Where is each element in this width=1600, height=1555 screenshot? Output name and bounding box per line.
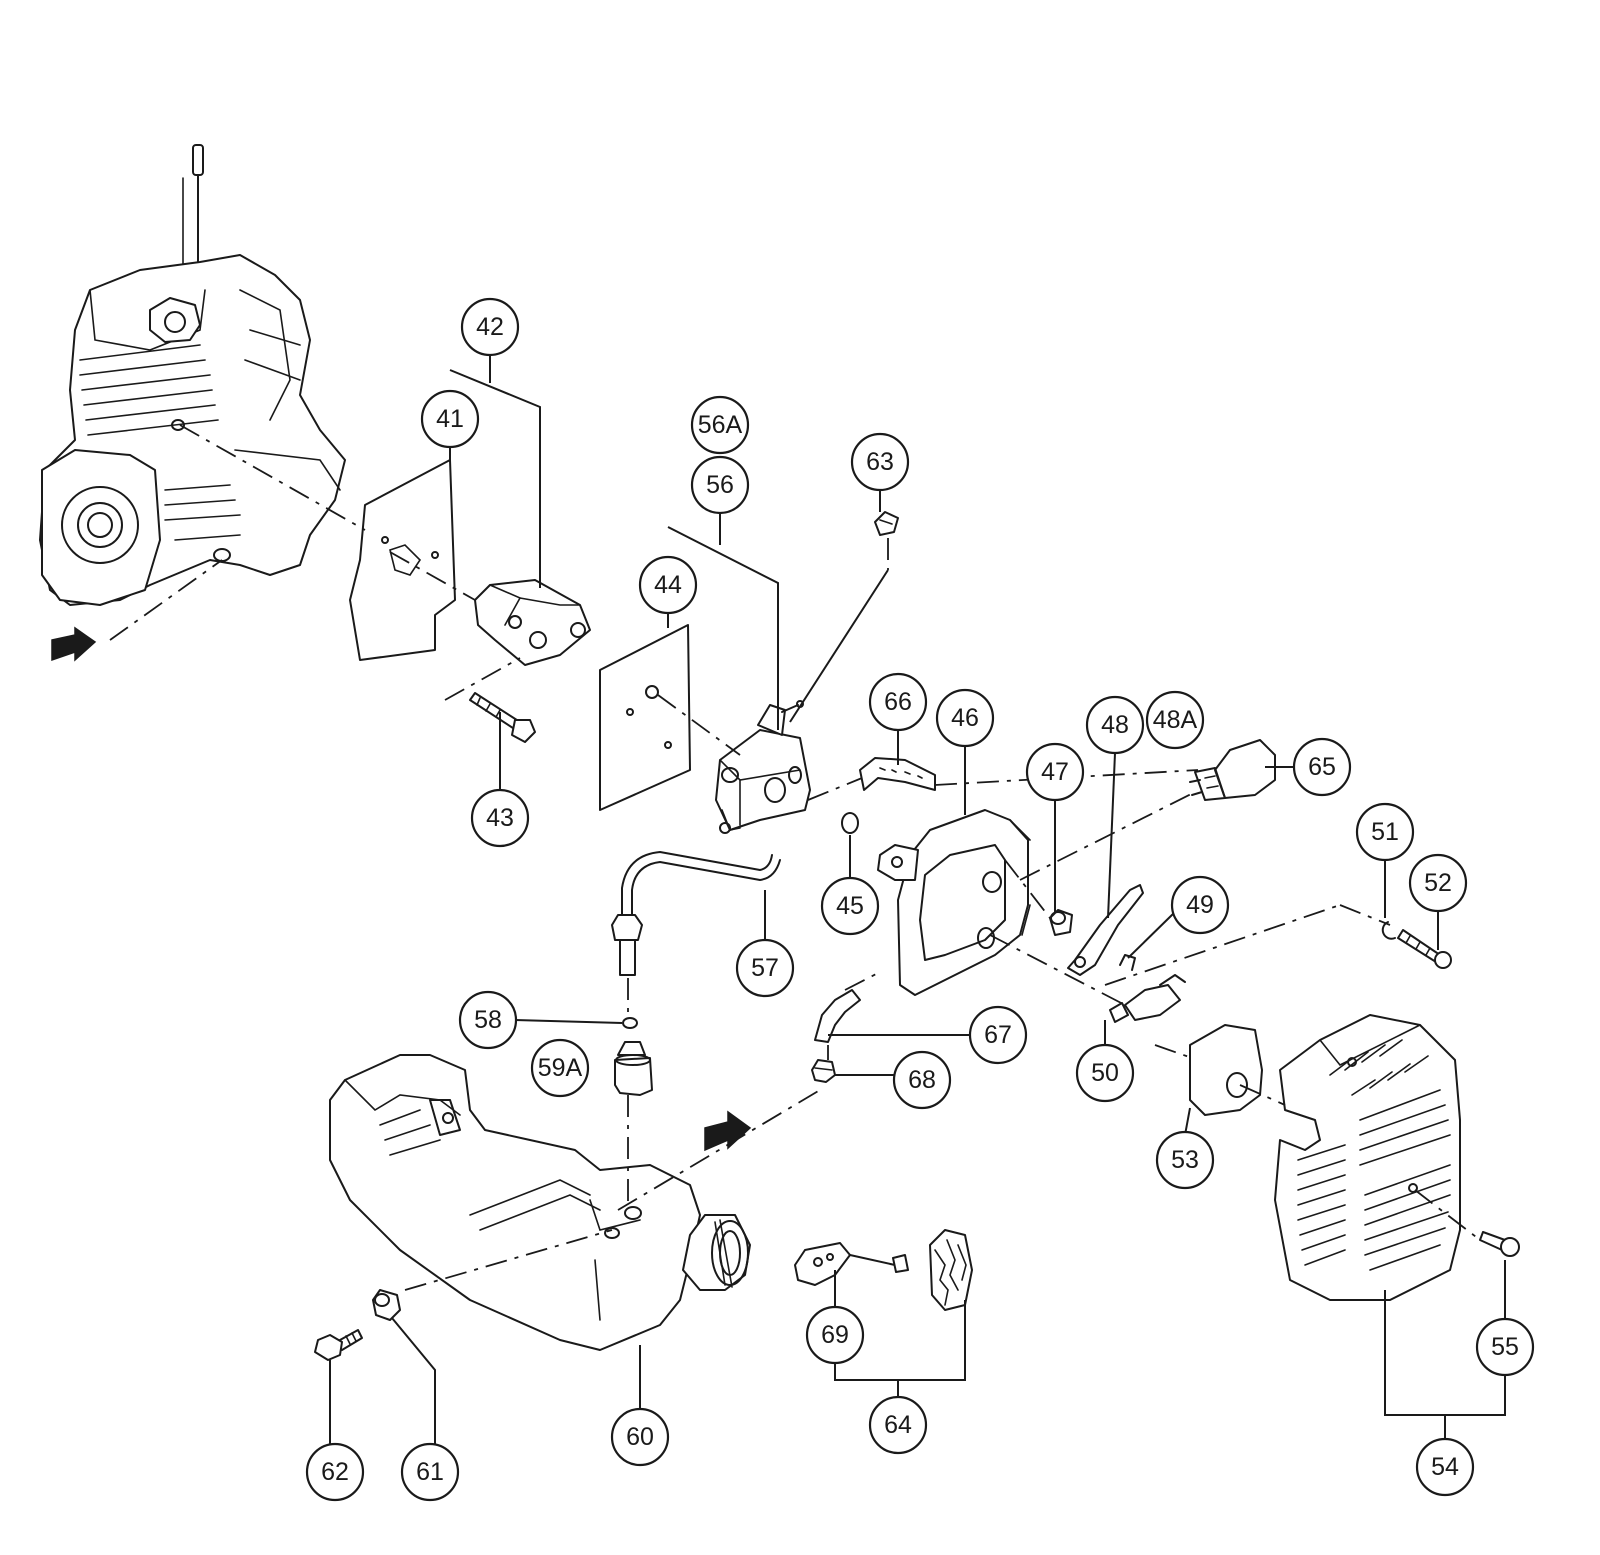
- callout-48: 48: [1085, 695, 1145, 755]
- fuel-cap-retainer: [794, 1242, 909, 1286]
- fuel-hose-lower: [814, 989, 861, 1043]
- svg-text:67: 67: [984, 1021, 1012, 1049]
- collar: [1049, 909, 1073, 936]
- fuel-filter: [614, 1041, 653, 1096]
- svg-text:64: 64: [884, 1411, 912, 1439]
- svg-text:58: 58: [474, 1006, 502, 1034]
- svg-text:44: 44: [654, 571, 682, 599]
- grommet: [811, 1059, 836, 1083]
- svg-text:52: 52: [1424, 869, 1452, 897]
- svg-text:68: 68: [908, 1066, 936, 1094]
- direction-arrow-left: [51, 626, 97, 662]
- callout-54: 54: [1415, 1437, 1475, 1497]
- svg-text:61: 61: [416, 1458, 444, 1486]
- callout-66: 66: [868, 672, 928, 732]
- screw: [1397, 929, 1452, 969]
- svg-text:42: 42: [476, 313, 504, 341]
- direction-arrow-tank: [704, 1110, 752, 1152]
- svg-text:49: 49: [1186, 891, 1214, 919]
- bolt: [469, 692, 536, 743]
- callout-67: 67: [968, 1005, 1028, 1065]
- carburetor: [715, 700, 811, 834]
- engine-block: [39, 144, 346, 606]
- svg-text:47: 47: [1041, 758, 1069, 786]
- callout-46: 46: [935, 688, 995, 748]
- svg-text:57: 57: [751, 954, 779, 982]
- svg-text:54: 54: [1431, 1453, 1459, 1481]
- mounting-bolt: [314, 1329, 363, 1361]
- callout-42: 42: [460, 297, 520, 357]
- air-cleaner-cover: [1274, 1014, 1461, 1301]
- air-cleaner-base: [877, 809, 1031, 996]
- svg-text:65: 65: [1308, 753, 1336, 781]
- carburetor-gasket: [599, 624, 691, 811]
- svg-text:69: 69: [821, 1321, 849, 1349]
- svg-text:48A: 48A: [1153, 706, 1198, 734]
- cover-screw: [1479, 1231, 1520, 1257]
- svg-text:48: 48: [1101, 711, 1129, 739]
- svg-text:43: 43: [486, 804, 514, 832]
- svg-text:51: 51: [1371, 818, 1399, 846]
- callout-62: 62: [305, 1442, 365, 1502]
- bushing: [372, 1289, 401, 1321]
- svg-text:63: 63: [866, 448, 894, 476]
- svg-text:45: 45: [836, 892, 864, 920]
- air-filter-element: [1189, 1024, 1263, 1116]
- svg-text:59A: 59A: [538, 1054, 583, 1082]
- primer-pump: [1189, 739, 1276, 801]
- callouts: 42 41 56A 56 63 44 43 66 46 48 48A 47 65…: [305, 297, 1535, 1502]
- insulator-block: [474, 579, 591, 666]
- callout-61: 61: [400, 1442, 460, 1502]
- o-ring: [841, 812, 859, 834]
- callout-57: 57: [735, 938, 795, 998]
- callout-58: 58: [458, 990, 518, 1050]
- svg-text:56: 56: [706, 471, 734, 499]
- leader-lines: [329, 355, 1506, 1445]
- svg-text:46: 46: [951, 704, 979, 732]
- callout-56: 56: [690, 455, 750, 515]
- callout-44: 44: [638, 555, 698, 615]
- callout-68: 68: [892, 1050, 952, 1110]
- callout-41: 41: [420, 389, 480, 449]
- o-ring-small: [622, 1017, 638, 1029]
- svg-text:55: 55: [1491, 1333, 1519, 1361]
- callout-48A: 48A: [1145, 690, 1205, 750]
- callout-43: 43: [470, 788, 530, 848]
- callout-59A: 59A: [530, 1038, 590, 1098]
- callout-64: 64: [868, 1395, 928, 1455]
- callout-55: 55: [1475, 1317, 1535, 1377]
- svg-text:60: 60: [626, 1423, 654, 1451]
- callout-60: 60: [610, 1407, 670, 1467]
- assembly-lines: [109, 424, 1481, 1291]
- callout-56A: 56A: [690, 395, 750, 455]
- clamp: [874, 511, 899, 536]
- callout-53: 53: [1155, 1130, 1215, 1190]
- callout-51: 51: [1355, 802, 1415, 862]
- callout-63: 63: [850, 432, 910, 492]
- callout-49: 49: [1170, 875, 1230, 935]
- callout-69: 69: [805, 1305, 865, 1365]
- callout-52: 52: [1408, 853, 1468, 913]
- callout-50: 50: [1075, 1043, 1135, 1103]
- choke-plate: [1109, 974, 1186, 1023]
- fuel-pipe: [611, 851, 781, 976]
- svg-text:53: 53: [1171, 1146, 1199, 1174]
- svg-text:62: 62: [321, 1458, 349, 1486]
- callout-65: 65: [1292, 737, 1352, 797]
- choke-lever: [1067, 884, 1144, 976]
- svg-text:66: 66: [884, 688, 912, 716]
- fuel-cap: [929, 1229, 973, 1311]
- svg-text:56A: 56A: [698, 411, 743, 439]
- callout-47: 47: [1025, 742, 1085, 802]
- fuel-tank: [329, 1054, 751, 1351]
- fuel-hose-upper: [859, 757, 936, 791]
- svg-text:41: 41: [436, 405, 464, 433]
- callout-45: 45: [820, 876, 880, 936]
- svg-text:50: 50: [1091, 1059, 1119, 1087]
